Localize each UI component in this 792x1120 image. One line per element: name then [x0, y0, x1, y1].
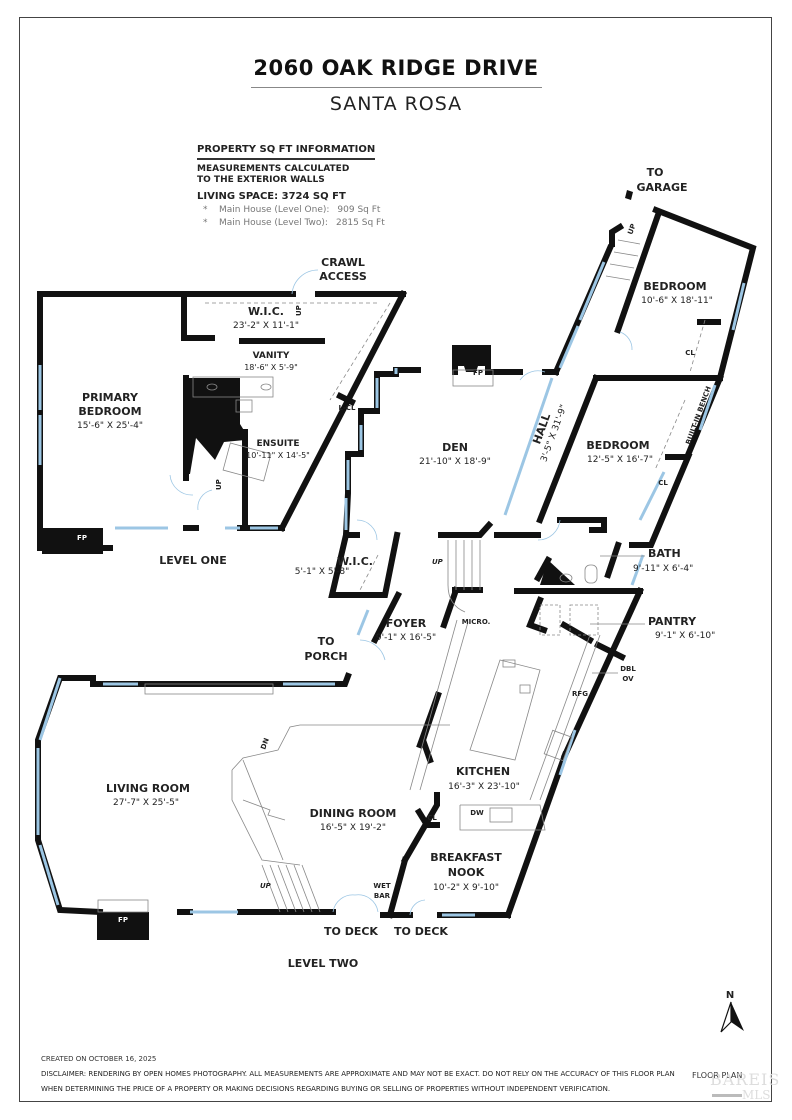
level-two-label: LEVEL TWO	[288, 957, 358, 970]
disclaimer-line-2: WHEN DETERMINING THE PRICE OF A PROPERTY…	[41, 1085, 611, 1093]
room-label: FOYER	[386, 617, 427, 630]
refrigerator-label: RFG	[572, 690, 588, 698]
crawl-access-label: ACCESS	[319, 270, 367, 283]
property-address-title: 2060 OAK RIDGE DRIVE	[253, 56, 539, 80]
room-label: W.I.C.	[337, 555, 373, 568]
floor-plan-tag: FLOOR PLAN	[692, 1071, 743, 1080]
closet-label: CL	[685, 349, 695, 357]
room-dims: 15'-6" X 25'-4"	[77, 421, 143, 431]
stairs-up-label: UP	[626, 223, 637, 236]
room-label: BATH	[648, 547, 681, 560]
dishwasher-label: DW	[470, 809, 484, 817]
fireplace-label: FP	[473, 369, 483, 377]
to-deck-label: TO DECK	[394, 925, 448, 938]
to-deck-label: TO DECK	[324, 925, 378, 938]
sqft-item-level-one: * Main House (Level One): 909 Sq Ft	[197, 205, 385, 215]
linen-closet-label: L-CL	[339, 404, 357, 412]
fireplace-label: FP	[77, 534, 87, 542]
north-label: N	[726, 990, 734, 1001]
north-arrow-icon: N	[720, 990, 744, 1033]
stairs-up-label: UP	[260, 882, 272, 890]
sqft-info-block: PROPERTY SQ FT INFORMATION MEASUREMENTS …	[197, 137, 385, 228]
closet-label: CL	[427, 814, 437, 822]
room-label: DEN	[442, 441, 468, 454]
room-dims: 18'-6" X 5'-9"	[244, 363, 298, 372]
level-one-fill	[42, 378, 245, 554]
room-dims: 9'-1" X 16'-5"	[376, 633, 436, 643]
room-dims: 10'-6" X 18'-11"	[641, 296, 713, 306]
page-border	[19, 17, 772, 1102]
room-label: BEDROOM	[643, 280, 706, 293]
bullet: *	[203, 205, 208, 215]
room-label: PRIMARY	[82, 391, 139, 404]
measurement-note-line1: MEASUREMENTS CALCULATED	[197, 164, 350, 174]
level-one-label: LEVEL ONE	[159, 554, 226, 567]
sqft-info-heading: PROPERTY SQ FT INFORMATION	[197, 144, 376, 160]
wet-bar-label: WET	[373, 882, 391, 890]
stairs-down-label: DN	[259, 737, 271, 751]
stairs-up-label: UP	[295, 305, 303, 316]
sqft-item-value: 909 Sq Ft	[337, 205, 381, 215]
created-date: CREATED ON OCTOBER 16, 2025	[41, 1055, 157, 1063]
level-two-fixtures	[97, 239, 706, 916]
microwave-label: MICRO.	[462, 618, 491, 626]
room-label: LIVING ROOM	[106, 782, 190, 795]
double-oven-label: DBL	[620, 665, 636, 673]
watermark-bar	[712, 1094, 742, 1097]
level-one-fixtures	[169, 269, 391, 511]
disclaimer-line-1: DISCLAIMER: RENDERING BY OPEN HOMES PHOT…	[41, 1070, 675, 1078]
mls-watermark: BAREIS	[710, 1070, 781, 1089]
sqft-item-level-two: * Main House (Level Two): 2815 Sq Ft	[197, 218, 385, 228]
crawl-access-label: CRAWL	[321, 256, 365, 269]
measurement-note: MEASUREMENTS CALCULATED TO THE EXTERIOR …	[197, 164, 377, 186]
stairs-up-label: UP	[215, 479, 223, 490]
level-one-windows	[38, 365, 278, 530]
living-space-total: LIVING SPACE: 3724 SQ FT	[197, 191, 346, 202]
room-label: W.I.C.	[248, 305, 284, 318]
to-porch-label: TO	[318, 635, 335, 648]
sqft-item-label: Main House (Level One):	[219, 205, 330, 215]
room-dims: 12'-5" X 16'-7"	[587, 455, 653, 465]
room-label: PANTRY	[648, 615, 697, 628]
room-dims: 10'-11" X 14'-5"	[246, 451, 310, 460]
stairs-up-label: UP	[432, 558, 444, 566]
room-label: NOOK	[448, 866, 485, 879]
to-garage-label: GARAGE	[636, 181, 687, 194]
room-label: BEDROOM	[78, 405, 141, 418]
bullet: *	[203, 218, 208, 228]
footer: CREATED ON OCTOBER 16, 2025 DISCLAIMER: …	[41, 1052, 675, 1097]
room-label: VANITY	[253, 351, 290, 361]
room-dims: 16'-3" X 23'-10"	[448, 782, 520, 792]
room-dims: 9'-11" X 6'-4"	[633, 564, 693, 574]
to-porch-label: PORCH	[304, 650, 347, 663]
fireplace-label: FP	[118, 916, 128, 924]
room-dims: 9'-1" X 6'-10"	[655, 631, 715, 641]
room-dims: 21'-10" X 18'-9"	[419, 457, 491, 467]
title-divider	[251, 87, 542, 88]
room-label: ENSUITE	[256, 439, 299, 449]
wet-bar-label: BAR	[374, 892, 391, 900]
room-dims: 16'-5" X 19'-2"	[320, 823, 386, 833]
room-dims: 23'-2" X 11'-1"	[233, 321, 299, 331]
room-label: DINING ROOM	[310, 807, 397, 820]
closet-label: CL	[658, 479, 668, 487]
room-dims: 10'-2" X 9'-10"	[433, 883, 499, 893]
mls-watermark-sub: MLS	[742, 1088, 771, 1102]
room-label: KITCHEN	[456, 765, 510, 778]
room-dims: 27'-7" X 25'-5"	[113, 798, 179, 808]
room-dims: 5'-1" X 5'-8"	[295, 567, 350, 577]
level-two-fill	[97, 190, 633, 940]
hall-label-group: HALL 3'-5" X 31'-9"	[530, 403, 569, 463]
double-oven-label: OV	[622, 675, 634, 683]
level-two-windows	[36, 261, 746, 917]
room-label: BREAKFAST	[430, 851, 502, 864]
to-garage-label: TO	[647, 166, 664, 179]
measurement-note-line2: TO THE EXTERIOR WALLS	[197, 175, 325, 185]
room-label: BEDROOM	[586, 439, 649, 452]
property-city: SANTA ROSA	[329, 93, 463, 115]
sqft-item-label: Main House (Level Two):	[219, 218, 328, 228]
sqft-item-value: 2815 Sq Ft	[335, 218, 385, 228]
